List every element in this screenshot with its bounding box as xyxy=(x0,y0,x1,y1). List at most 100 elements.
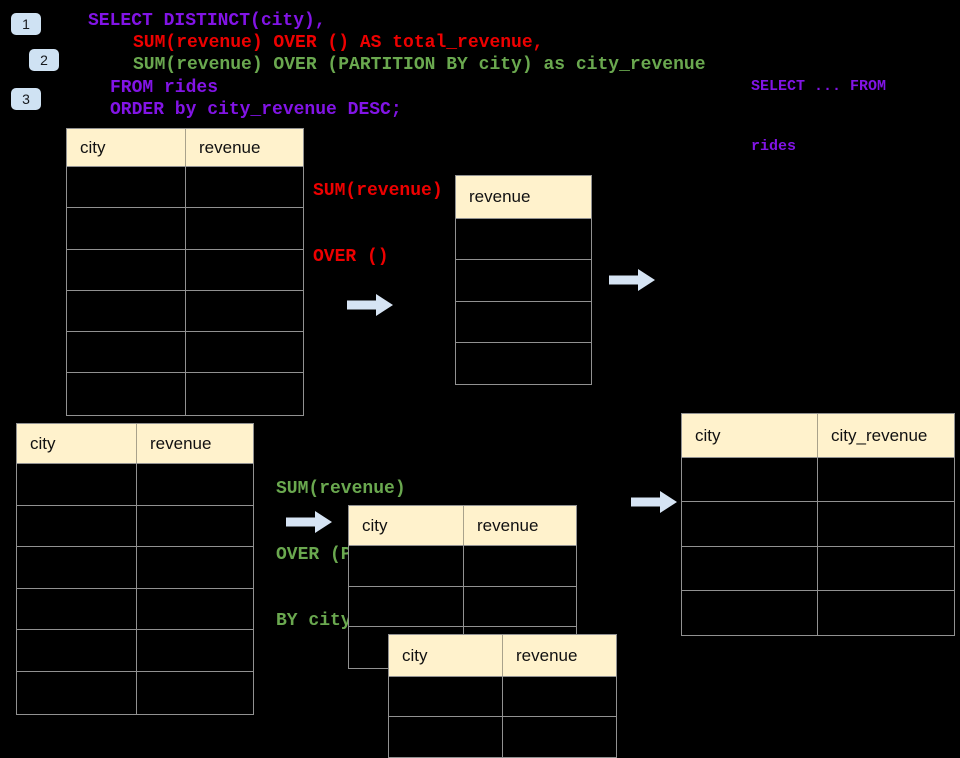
table-row xyxy=(67,373,303,415)
slide-canvas: 1 2 3 SELECT DISTINCT(city), SUM(revenue… xyxy=(11,11,955,758)
table-cell-empty xyxy=(349,586,464,627)
step-badge-label: 2 xyxy=(40,52,48,68)
table-cell-empty xyxy=(17,671,137,714)
sql-line-from: FROM rides xyxy=(110,78,219,98)
table-cell-empty xyxy=(17,505,137,547)
arrow-right-icon xyxy=(286,511,332,533)
column-header-city-revenue: city_revenue xyxy=(831,425,928,445)
table-cell-empty xyxy=(186,208,303,248)
corner-note-line2: rides xyxy=(751,138,797,155)
table-header-row: city city_revenue xyxy=(682,414,954,458)
table-cell-empty xyxy=(67,208,186,249)
table-cell-empty xyxy=(456,302,591,342)
table-cell-empty xyxy=(503,717,616,757)
table-cell-empty xyxy=(456,343,591,384)
table-cell-empty xyxy=(186,250,303,290)
annotation-line: SUM(revenue) xyxy=(276,479,406,499)
corner-note-line1: SELECT ... FROM xyxy=(751,78,887,95)
corner-note: SELECT ... FROM rides xyxy=(751,37,886,197)
sql-line-sum-over-total: SUM(revenue) OVER () AS total_revenue, xyxy=(133,33,544,53)
column-header-city: city xyxy=(389,635,503,676)
table-header-row: city revenue xyxy=(349,506,576,546)
table-row xyxy=(67,249,303,291)
table-row xyxy=(17,505,253,548)
table-row xyxy=(17,671,253,714)
table-row xyxy=(67,167,303,209)
table-source-bottom: city revenue xyxy=(16,423,254,715)
table-cell-empty xyxy=(818,547,954,590)
table-row xyxy=(682,590,954,636)
column-header-city: city xyxy=(682,414,818,457)
table-partition-b: city revenue xyxy=(388,634,617,758)
table-body xyxy=(456,219,591,384)
table-cell-empty xyxy=(17,588,137,630)
table-cell-empty xyxy=(682,590,818,636)
table-cell-empty xyxy=(818,591,954,635)
step-badge-2: 2 xyxy=(29,49,59,71)
table-row xyxy=(67,208,303,250)
table-total-revenue: revenue xyxy=(455,175,592,386)
table-cell-empty xyxy=(137,630,253,671)
column-header-revenue: revenue xyxy=(516,645,578,665)
table-result: city city_revenue xyxy=(681,413,955,637)
table-cell-empty xyxy=(67,332,186,373)
column-header-revenue: revenue xyxy=(150,433,212,453)
table-row xyxy=(17,464,253,506)
column-header-city: city xyxy=(67,129,186,166)
step-badge-label: 1 xyxy=(22,16,30,32)
table-row xyxy=(456,219,591,261)
annotation-line: OVER () xyxy=(313,247,389,267)
table-cell-empty xyxy=(389,717,503,757)
step-badge-1: 1 xyxy=(11,13,41,35)
table-row xyxy=(67,332,303,374)
annotation-total-revenue: SUM(revenue) OVER () xyxy=(313,136,443,312)
column-header-revenue: revenue xyxy=(477,515,539,535)
table-cell-empty xyxy=(67,290,186,332)
table-source-top: city revenue xyxy=(66,128,304,416)
table-cell-empty xyxy=(137,589,253,630)
column-header-revenue: revenue xyxy=(469,187,531,206)
table-cell-empty xyxy=(186,332,303,372)
table-cell-empty xyxy=(464,546,576,586)
table-cell-empty xyxy=(818,458,954,501)
table-row xyxy=(456,260,591,302)
table-cell-empty xyxy=(682,546,818,590)
annotation-line: SUM(revenue) xyxy=(313,181,443,201)
sql-line-order-by: ORDER by city_revenue DESC; xyxy=(110,100,402,120)
table-cell-empty xyxy=(186,373,303,414)
table-cell-empty xyxy=(464,587,576,627)
table-header-row: city revenue xyxy=(67,129,303,167)
table-cell-empty xyxy=(67,167,186,208)
table-row xyxy=(389,717,616,757)
table-header-row: revenue xyxy=(456,176,591,219)
table-body xyxy=(682,458,954,636)
table-cell-empty xyxy=(17,464,137,505)
column-header-city: city xyxy=(17,424,137,463)
arrow-right-icon xyxy=(347,294,393,316)
sql-line-sum-over-partition: SUM(revenue) OVER (PARTITION BY city) as… xyxy=(133,55,706,75)
table-cell-empty xyxy=(503,677,616,716)
table-cell-empty xyxy=(456,260,591,300)
table-row xyxy=(682,502,954,547)
table-header-row: city revenue xyxy=(389,635,616,677)
table-cell-empty xyxy=(67,249,186,290)
table-row xyxy=(17,588,253,631)
table-cell-empty xyxy=(67,373,186,415)
arrow-right-icon xyxy=(609,269,655,291)
column-header-revenue: revenue xyxy=(199,137,261,157)
table-cell-empty xyxy=(818,502,954,545)
table-cell-empty xyxy=(389,677,503,716)
table-cell-empty xyxy=(137,464,253,505)
table-row xyxy=(349,586,576,628)
table-header-row: city revenue xyxy=(17,424,253,464)
table-row xyxy=(17,630,253,672)
table-row xyxy=(682,546,954,591)
table-row xyxy=(17,547,253,589)
table-row xyxy=(67,290,303,333)
table-cell-empty xyxy=(456,219,591,259)
table-cell-empty xyxy=(17,547,137,588)
table-cell-empty xyxy=(186,167,303,207)
column-header-city: city xyxy=(349,506,464,545)
table-row xyxy=(456,343,591,384)
table-body xyxy=(389,677,616,757)
